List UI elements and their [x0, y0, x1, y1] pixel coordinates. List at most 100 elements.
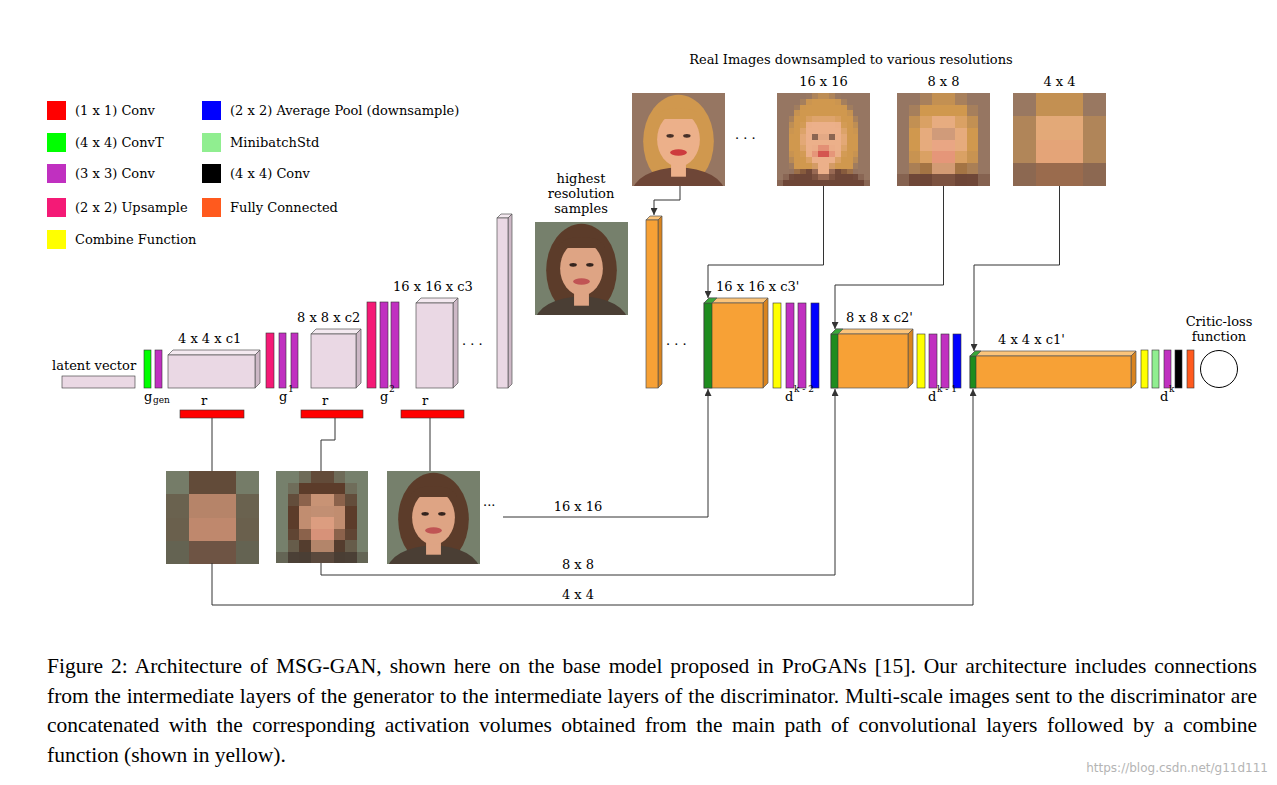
pixel [334, 483, 346, 495]
pixel [812, 151, 818, 157]
node-shape [704, 298, 768, 388]
pixel [978, 116, 990, 128]
pixel [357, 552, 369, 564]
pixel [812, 128, 818, 134]
pixel [932, 174, 944, 186]
pixel [829, 174, 835, 180]
to-rgb-bar [401, 410, 464, 418]
volume-top [311, 329, 361, 334]
wire [321, 418, 335, 471]
connector [708, 186, 824, 298]
pixel [853, 105, 859, 111]
pixel [824, 163, 830, 169]
pixel [783, 151, 789, 157]
pixel [789, 93, 795, 99]
pixel [288, 494, 300, 506]
pixel [864, 116, 870, 122]
pixel [853, 93, 859, 99]
pixel [967, 151, 979, 163]
pixel [955, 128, 967, 140]
pixel [897, 163, 909, 175]
pixel [794, 169, 800, 175]
pixel [299, 552, 311, 564]
pixel [800, 110, 806, 116]
pixel [334, 529, 346, 541]
pixel [806, 134, 812, 140]
pixel [829, 128, 835, 134]
pixel [1036, 140, 1060, 164]
pixel [978, 105, 990, 117]
pixel [864, 169, 870, 175]
pixel [829, 116, 835, 122]
pixel [835, 105, 841, 111]
pixel [276, 517, 288, 529]
pixel [835, 122, 841, 128]
pixel [864, 93, 870, 99]
eye [569, 263, 576, 267]
pixel [806, 116, 812, 122]
pixel [812, 174, 818, 180]
pixel [944, 174, 956, 186]
pixel [824, 105, 830, 111]
pixel [236, 471, 259, 495]
pixel [829, 163, 835, 169]
node-label: Critic-loss function [1174, 314, 1264, 344]
pixel [800, 105, 806, 111]
loss-circle-outline [1201, 351, 1238, 388]
wire [212, 389, 973, 605]
pixel [789, 169, 795, 175]
pixel [818, 174, 824, 180]
node-shape [416, 298, 458, 388]
pixel [864, 140, 870, 146]
pixel [847, 145, 853, 151]
node-label: 4 x 4 [1043, 74, 1075, 89]
pixel [800, 163, 806, 169]
pixel [783, 169, 789, 175]
layer-volume [970, 351, 1136, 388]
node-shape [897, 93, 990, 186]
pixel [357, 506, 369, 518]
real-image: 4 x 4 [1013, 93, 1106, 186]
volume-front [416, 303, 453, 388]
figure-heading: Real Images downsampled to various resol… [689, 52, 1012, 67]
pixel [1083, 93, 1106, 117]
pixel [829, 140, 835, 146]
pixel [864, 145, 870, 151]
to-rgb-label: r [422, 393, 428, 408]
pixel [1036, 116, 1060, 140]
pixel [806, 163, 812, 169]
pixel [841, 128, 847, 134]
pixel [841, 110, 847, 116]
pixel [835, 151, 841, 157]
pixel [213, 471, 237, 495]
pixel [1036, 93, 1060, 117]
rgb-conv-strip [970, 356, 976, 388]
to-rgb-label: r [201, 393, 207, 408]
pixel [1083, 163, 1106, 186]
pixel [847, 157, 853, 163]
pixel [841, 99, 847, 105]
pixel [166, 541, 190, 564]
pixel [864, 99, 870, 105]
pixel [858, 110, 864, 116]
pixel [1060, 116, 1084, 140]
pixel [789, 180, 795, 186]
pixel [824, 169, 830, 175]
volume-side [658, 216, 662, 388]
loss-circle: Critic-loss function [1200, 350, 1238, 388]
face-photo [535, 222, 628, 348]
mouth [573, 278, 590, 285]
pixel [847, 93, 853, 99]
pixel [345, 552, 357, 564]
pixel [777, 174, 783, 180]
pixel [806, 169, 812, 175]
input-label: latent vector [52, 358, 136, 373]
fringe [410, 486, 457, 497]
pixel [841, 116, 847, 122]
legend-swatch [47, 198, 66, 217]
legend-text: Fully Connected [230, 200, 338, 215]
wire [321, 389, 835, 575]
pixel [897, 93, 909, 105]
block-subscript: gen [153, 395, 170, 406]
pixel [812, 110, 818, 116]
